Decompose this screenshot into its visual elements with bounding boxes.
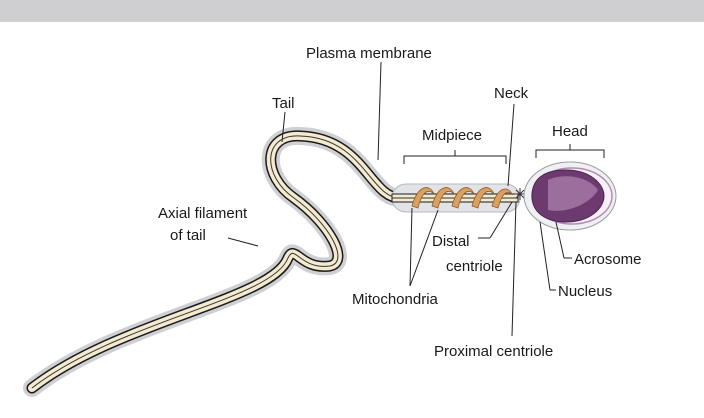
label-nucleus: Nucleus <box>558 283 612 300</box>
label-head: Head <box>552 123 588 140</box>
label-mitochondria: Mitochondria <box>352 291 439 308</box>
label-midpiece: Midpiece <box>422 127 482 144</box>
brackets <box>404 144 604 164</box>
label-proximal-centriole: Proximal centriole <box>434 343 553 360</box>
label-plasma-membrane: Plasma membrane <box>306 45 432 62</box>
label-distal-centriole-2: centriole <box>446 258 503 275</box>
label-tail: Tail <box>272 95 295 112</box>
label-axial-filament-1: Axial filament <box>158 205 248 222</box>
label-neck: Neck <box>494 85 529 102</box>
label-acrosome: Acrosome <box>574 251 642 268</box>
label-axial-filament-2: of tail <box>170 227 206 244</box>
label-distal-centriole-1: Distal <box>432 233 470 250</box>
